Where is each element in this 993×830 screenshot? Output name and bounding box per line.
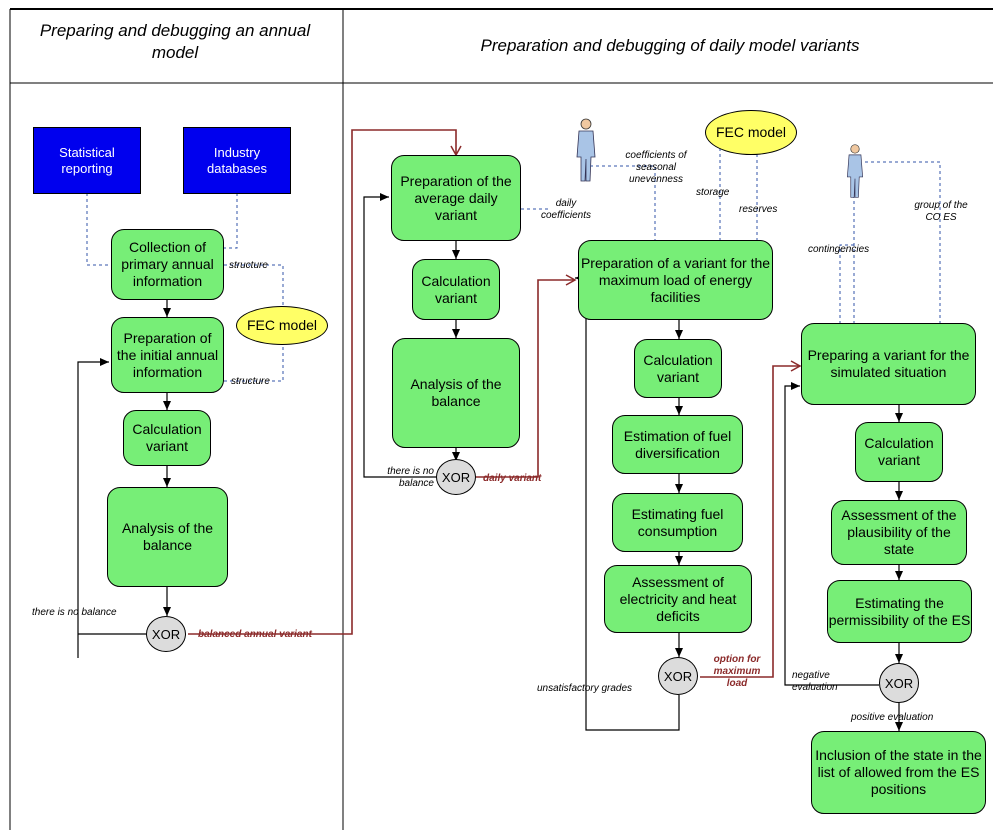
swimlane-frame (9, 8, 993, 830)
daily-variant-label: daily variant (483, 473, 542, 484)
structure-label-2: structure (231, 376, 270, 387)
inclusion-state-task[interactable]: Inclusion of the state in the list of al… (811, 731, 986, 814)
group-co-es-label: group of the CO ES (914, 200, 968, 223)
estimation-fuel-diversification-task[interactable]: Estimation of fuel diversification (612, 415, 743, 474)
statistical-reporting-source[interactable]: Statistical reporting (33, 127, 141, 194)
seasonal-coefficients-label: coefficients of seasonal unevenness (625, 150, 687, 185)
daily-coefficients-label: daily coefficients (540, 198, 592, 221)
fec-model-daily[interactable]: FEC model (705, 110, 797, 155)
structure-label-1: structure (229, 260, 268, 271)
analysis-balance-daily-task[interactable]: Analysis of the balance (392, 338, 520, 448)
assessment-deficits-task[interactable]: Assessment of electricity and heat defic… (604, 565, 752, 633)
estimating-fuel-consumption-task[interactable]: Estimating fuel consumption (612, 493, 743, 552)
xor-gateway-max-load[interactable]: XOR (658, 657, 698, 695)
annual-model-header: Preparing and debugging an annual model (39, 21, 311, 62)
fec-model-annual[interactable]: FEC model (236, 306, 328, 345)
industry-databases-source[interactable]: Industry databases (183, 127, 291, 194)
analysis-balance-annual-task[interactable]: Analysis of the balance (107, 487, 228, 587)
no-balance-label-daily: there is no balance (387, 466, 434, 489)
contingencies-label: contingencies (808, 244, 870, 255)
preparation-average-daily-task[interactable]: Preparation of the average daily variant (391, 155, 521, 241)
preparing-simulated-task[interactable]: Preparing a variant for the simulated si… (801, 323, 976, 405)
calc-variant-simulated-task[interactable]: Calculation variant (855, 422, 943, 482)
collection-primary-task[interactable]: Collection of primary annual information (111, 229, 224, 300)
calc-variant-annual-task[interactable]: Calculation variant (123, 410, 211, 466)
assessment-plausibility-task[interactable]: Assessment of the plausibility of the st… (831, 500, 967, 565)
positive-evaluation-label: positive evaluation (851, 712, 934, 723)
xor-gateway-simulated[interactable]: XOR (879, 663, 919, 703)
option-max-load-label: option for maximum load (713, 654, 761, 689)
sequence-flows (77, 193, 903, 731)
preparation-max-load-task[interactable]: Preparation of a variant for the maximum… (578, 240, 773, 320)
association-lines (86, 148, 941, 382)
xor-gateway-annual[interactable]: XOR (146, 616, 186, 652)
calc-variant-max-task[interactable]: Calculation variant (634, 339, 722, 398)
unsatisfactory-grades-label: unsatisfactory grades (537, 683, 633, 694)
preparation-initial-task[interactable]: Preparation of the initial annual inform… (111, 317, 224, 393)
expert-person-icon (576, 118, 596, 182)
reserves-label: reserves (739, 204, 778, 215)
calc-variant-daily-task[interactable]: Calculation variant (412, 259, 500, 320)
data-flows (188, 129, 802, 678)
daily-model-header: Preparation and debugging of daily model… (480, 36, 860, 55)
storage-label: storage (696, 187, 730, 198)
estimating-permissibility-task[interactable]: Estimating the permissibility of the ES (827, 580, 972, 643)
balanced-annual-variant-label: balanced annual variant (198, 629, 312, 640)
no-balance-label-annual: there is no balance (32, 607, 117, 618)
xor-gateway-daily[interactable]: XOR (436, 459, 476, 495)
operator-person-icon (846, 144, 864, 198)
negative-evaluation-label: negative evaluation (792, 670, 838, 693)
